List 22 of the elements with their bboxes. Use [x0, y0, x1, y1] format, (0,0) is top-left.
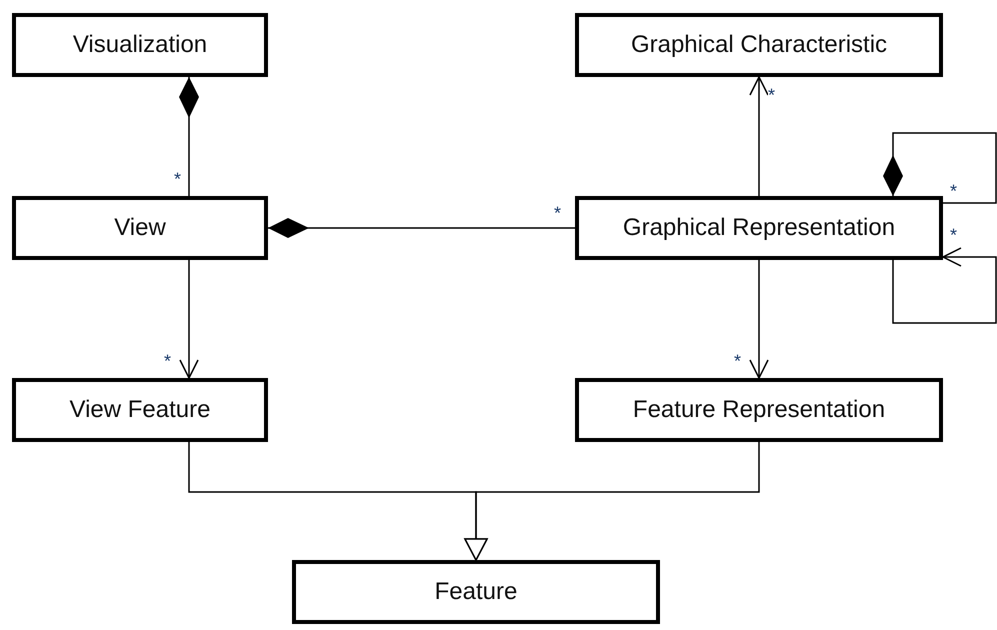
- class-name: Visualization: [72, 30, 208, 60]
- class-box: [575, 196, 943, 260]
- class-name: View: [114, 213, 166, 243]
- class-name: Feature: [434, 577, 518, 607]
- class-box: [292, 560, 660, 624]
- class-box: [575, 378, 943, 442]
- association-line: [464, 442, 760, 561]
- class-name: View Feature: [70, 395, 210, 425]
- class-name: Feature Representation: [632, 395, 886, 425]
- class-box: [12, 196, 268, 260]
- association-line: [892, 247, 997, 324]
- association-line: [179, 260, 199, 379]
- association-line: [749, 76, 769, 196]
- association-line: [179, 77, 199, 196]
- class-box: [12, 13, 268, 77]
- association-line: [883, 132, 997, 204]
- class-box: [575, 13, 943, 77]
- association-line: [268, 218, 575, 238]
- class-name: Graphical Characteristic: [630, 30, 888, 60]
- association-line: [749, 260, 769, 379]
- class-name: Graphical Representation: [622, 213, 896, 243]
- class-box: [12, 378, 268, 442]
